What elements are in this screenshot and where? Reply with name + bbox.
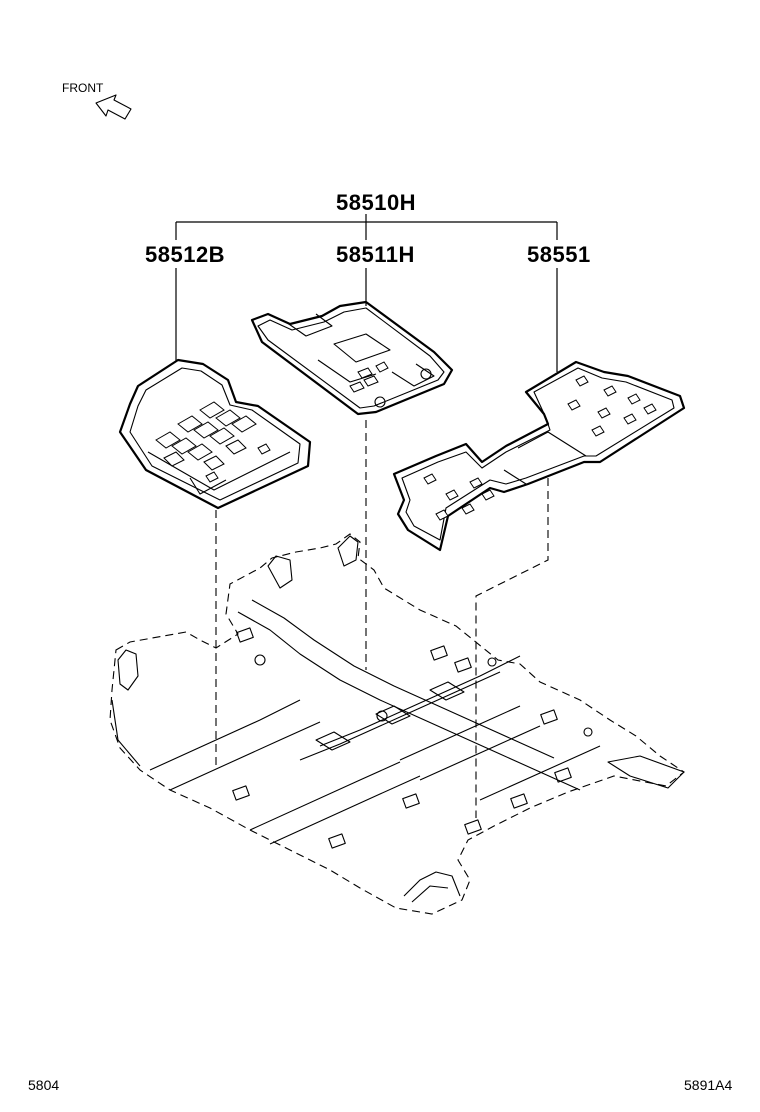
front-indicator: FRONT: [62, 81, 132, 120]
part-number-set: 58510H: [336, 190, 416, 215]
rear-floor-mat: [392, 360, 686, 552]
part-number-rear-mat: 58551: [527, 242, 591, 267]
floor-carpet: [109, 533, 685, 915]
front-label: FRONT: [62, 81, 104, 95]
front-arrow-icon: [95, 94, 132, 120]
alignment-lines: [215, 420, 549, 818]
footer-left-code: 5804: [28, 1077, 59, 1093]
rear-mat-pattern: [423, 375, 657, 521]
leader-lines: [175, 214, 558, 372]
front-mat-pattern: [349, 361, 389, 393]
front-floor-mat: [250, 300, 454, 416]
driver-mat-heel-pattern: [155, 401, 271, 483]
driver-floor-mat: [118, 358, 312, 510]
part-number-front-mat: 58511H: [336, 242, 415, 267]
footer-right-code: 5891A4: [684, 1077, 732, 1093]
part-number-driver-mat: 58512B: [145, 242, 225, 267]
